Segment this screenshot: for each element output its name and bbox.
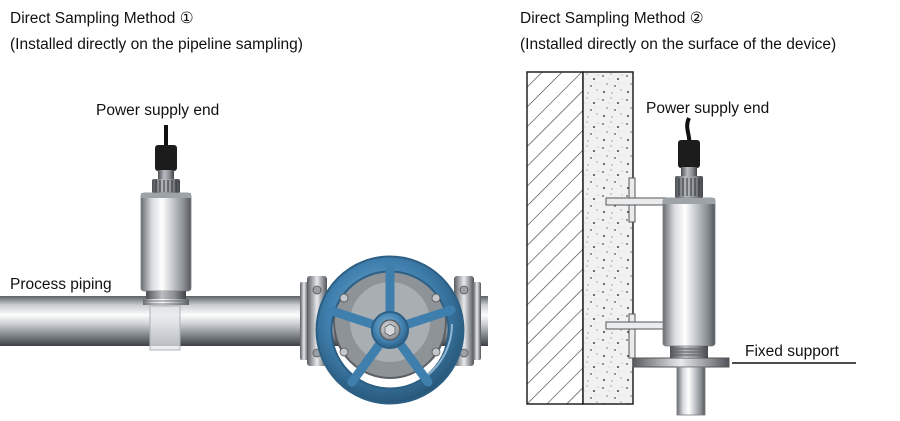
method1-subtitle: (Installed directly on the pipeline samp… (10, 36, 303, 53)
sampling-pipe (676, 366, 706, 416)
sampling-stub (150, 306, 180, 350)
method1-power-label: Power supply end (96, 102, 220, 119)
wall-insulation (582, 71, 634, 405)
fixed-support-plate (632, 357, 730, 368)
valve-hand-wheel (315, 255, 465, 405)
wall-scene (526, 71, 856, 416)
method1-piping-label: Process piping (10, 276, 112, 293)
mounting-brackets (605, 177, 667, 359)
wall-hatched (526, 71, 584, 405)
pipeline-scene (0, 125, 488, 405)
method1-title: Direct Sampling Method ① (10, 10, 194, 27)
sensor-pipeline (140, 125, 192, 305)
sensor-wall (662, 117, 716, 358)
method2-title: Direct Sampling Method ② (520, 10, 704, 27)
method2-subtitle: (Installed directly on the surface of th… (520, 36, 837, 53)
method2-support-label: Fixed support (745, 343, 839, 360)
method2-power-label: Power supply end (646, 100, 770, 117)
